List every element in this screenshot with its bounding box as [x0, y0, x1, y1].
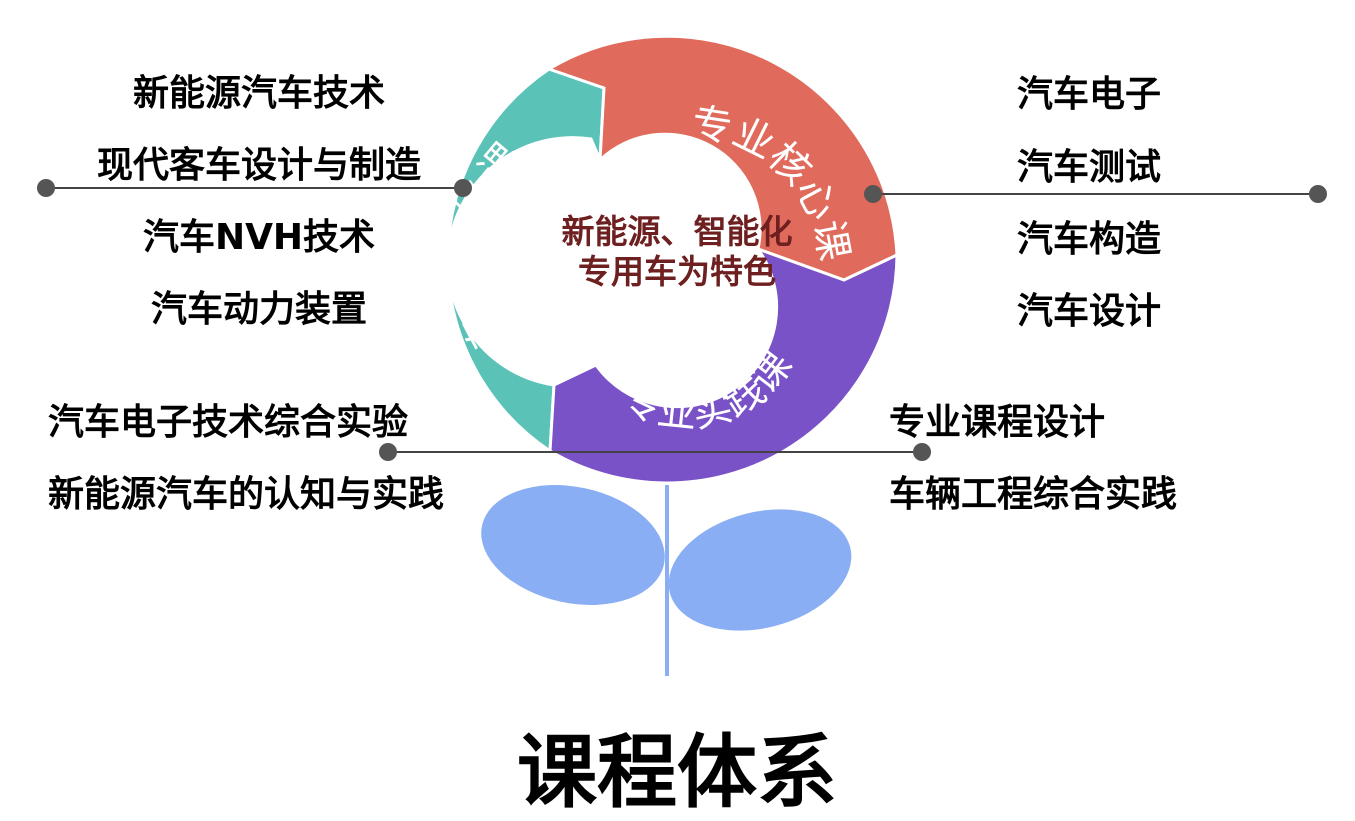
elective-course-item: 新能源汽车技术 — [132, 73, 386, 114]
leaf-right — [668, 509, 852, 631]
connector-dot — [864, 185, 882, 203]
ring-segment-practice — [548, 245, 899, 485]
core-course-item: 汽车构造 — [1017, 219, 1162, 260]
elective-course-item: 汽车动力装置 — [150, 289, 368, 330]
ring-segment-elective — [446, 67, 606, 454]
connector-dot — [913, 443, 931, 461]
ring-label-elective: 专业选修课 — [442, 135, 531, 358]
elective-course-item: 现代客车设计与制造 — [96, 145, 422, 186]
ring-segment-core — [545, 34, 899, 282]
connector-dot — [1309, 185, 1327, 203]
page-title: 课程体系 — [517, 726, 837, 819]
practice-course-item: 专业课程设计 — [889, 402, 1106, 443]
elective-course-item: 汽车NVH技术 — [142, 217, 376, 258]
practice-course-item: 汽车电子技术综合实验 — [48, 402, 409, 443]
connector-dot — [379, 443, 397, 461]
center-theme-text: 新能源、智能化专用车为特色 — [561, 212, 793, 291]
connector-dot — [37, 179, 55, 197]
core-course-item: 汽车设计 — [1017, 291, 1162, 332]
leaf-left — [481, 485, 665, 605]
connector-dot — [454, 179, 472, 197]
core-course-item: 汽车测试 — [1017, 147, 1162, 188]
practice-course-item: 新能源汽车的认知与实践 — [48, 474, 445, 515]
practice-course-item: 车辆工程综合实践 — [889, 474, 1178, 515]
core-course-item: 汽车电子 — [1017, 74, 1162, 115]
